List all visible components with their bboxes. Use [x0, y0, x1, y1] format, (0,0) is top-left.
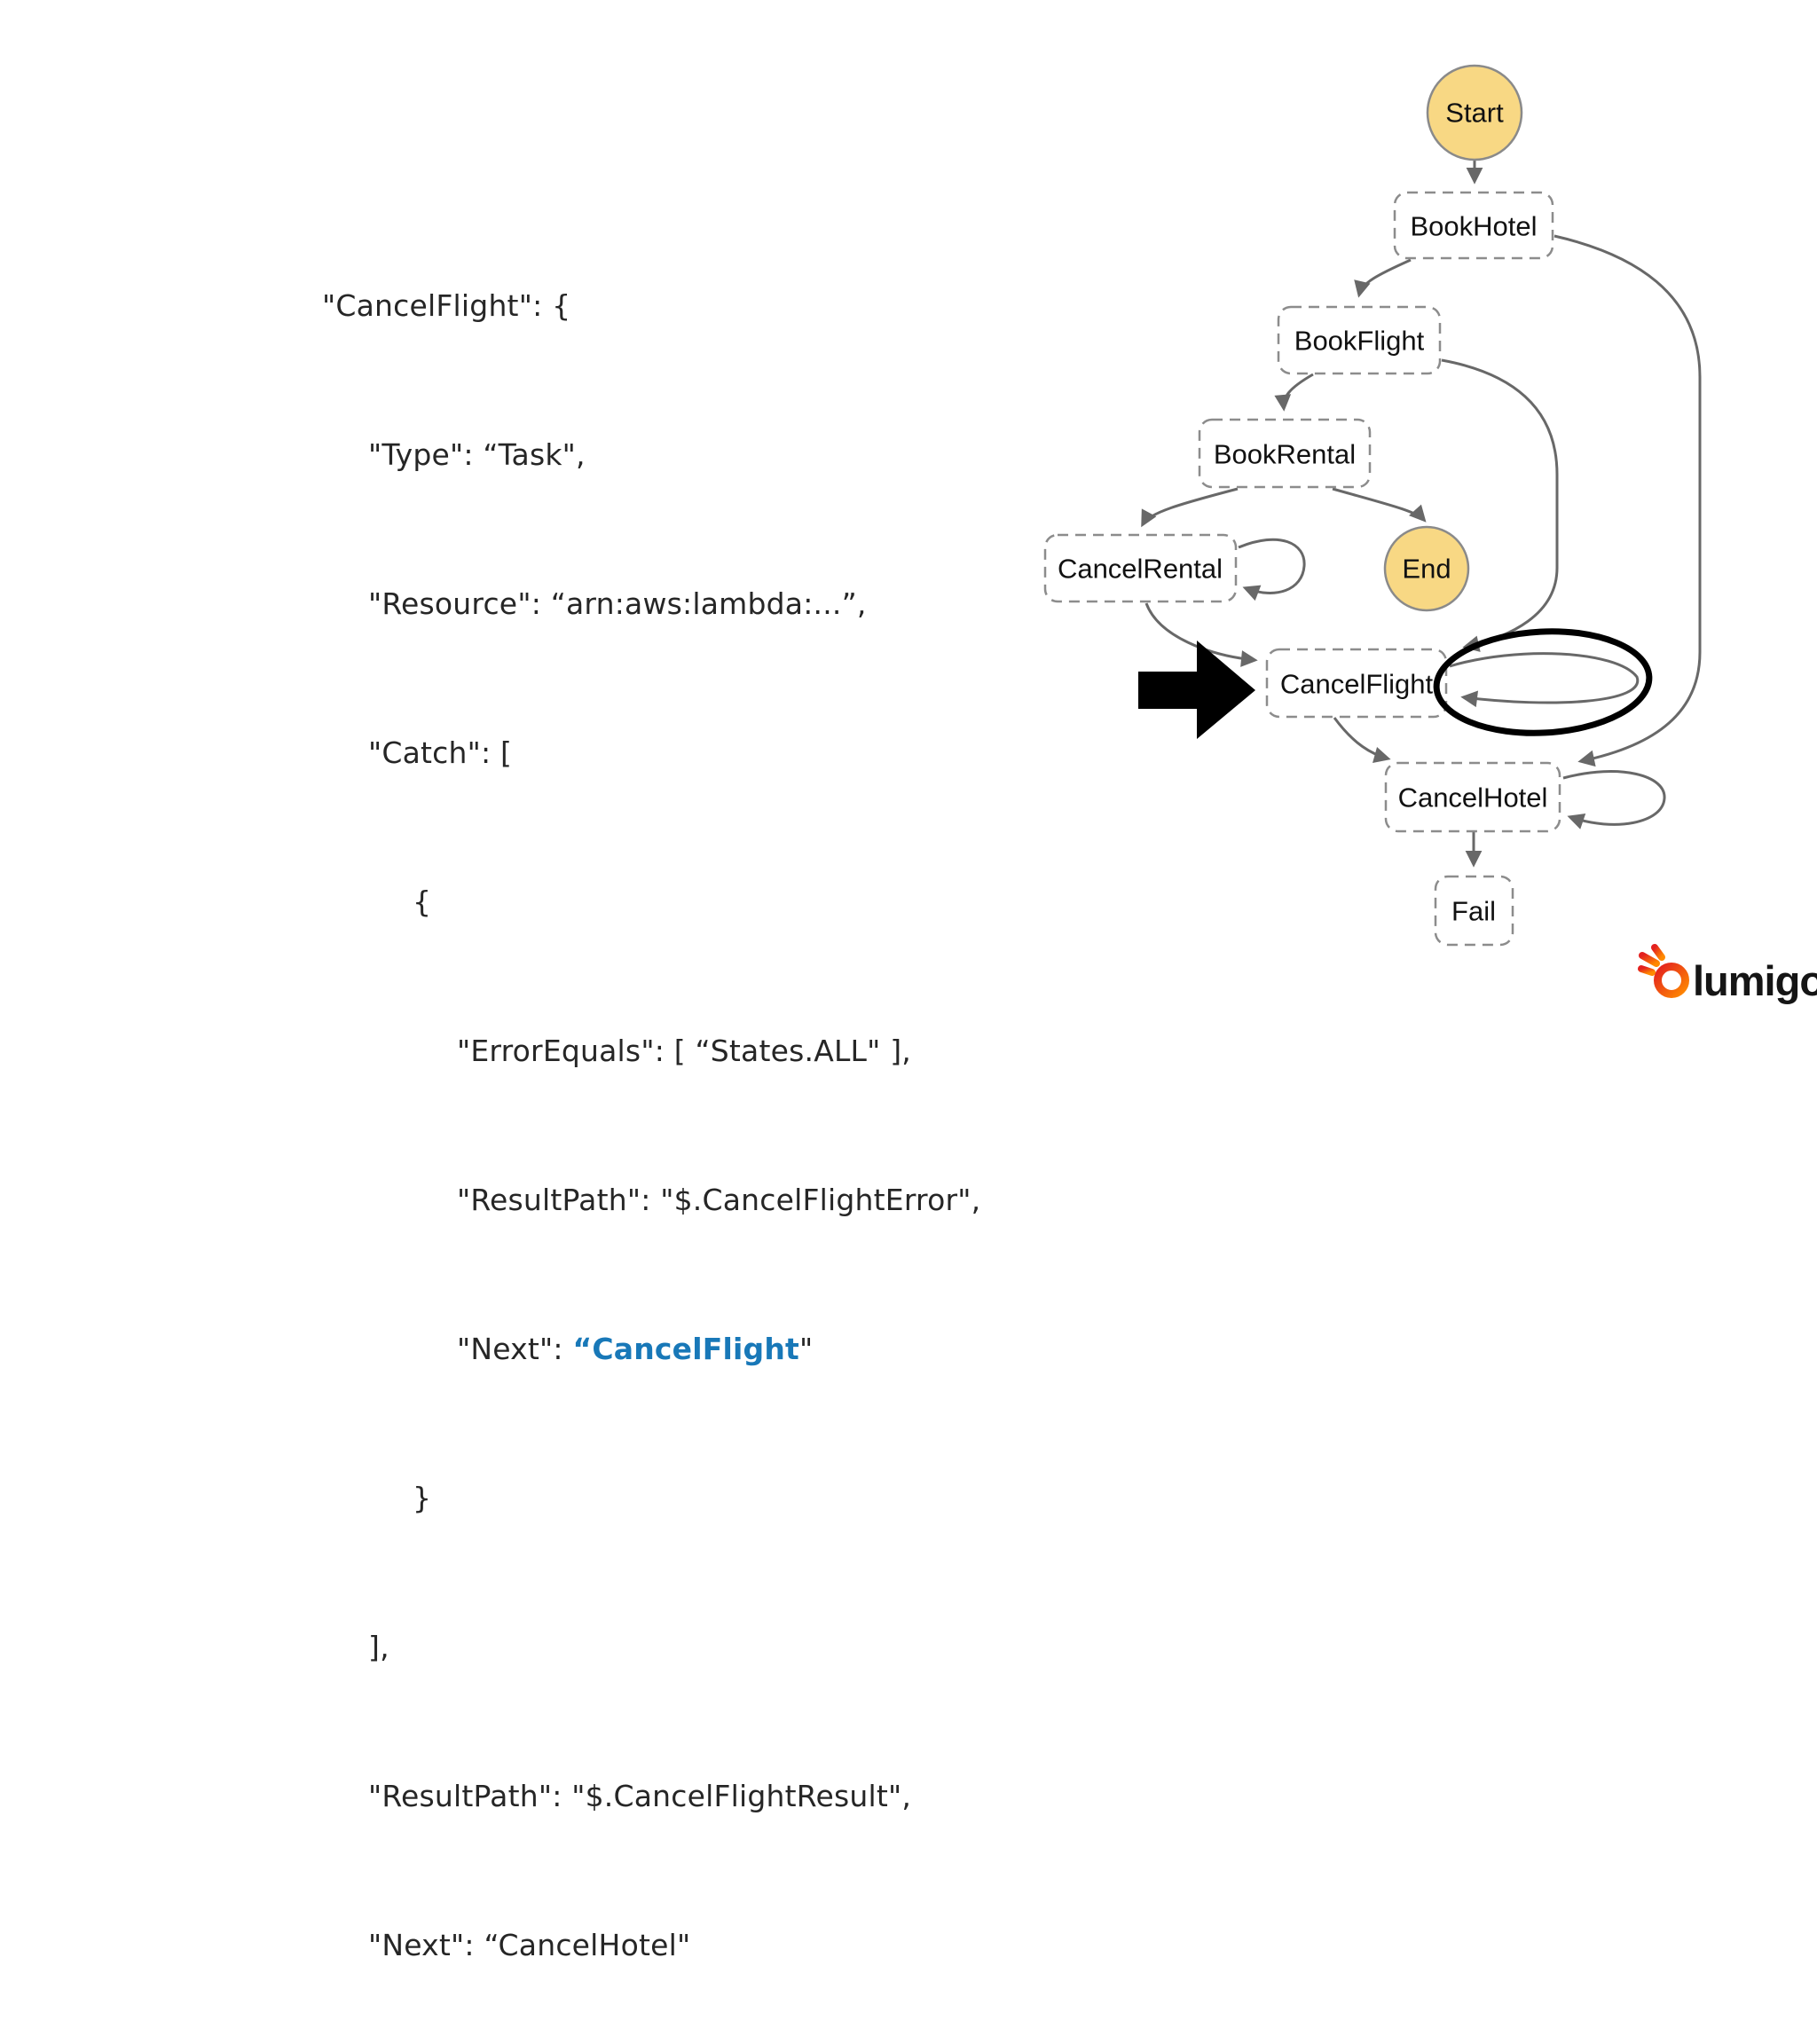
edge-bookrental-cancelrental — [1141, 487, 1239, 528]
start-label: Start — [1445, 98, 1504, 129]
code-line: "Type": “Task", — [368, 437, 586, 472]
black-pointer-arrow — [1138, 641, 1255, 739]
lumigo-logo-icon — [1638, 944, 1689, 998]
end-label: End — [1402, 554, 1451, 585]
edge-bookflight-bookrental — [1274, 373, 1314, 412]
node-bookhotel: BookHotel — [1393, 191, 1554, 260]
code-line: "ResultPath": "$.CancelFlightResult", — [368, 1779, 912, 1813]
end-circle — [1383, 525, 1470, 612]
selfloop-cancelhotel — [1562, 770, 1666, 829]
bookflight-label: BookFlight — [1294, 326, 1425, 357]
cancelhotel-label: CancelHotel — [1398, 782, 1548, 814]
node-bookflight: BookFlight — [1277, 305, 1442, 375]
selfloop-cancelflight — [1449, 652, 1640, 708]
node-end: End — [1383, 525, 1470, 612]
node-bookrental: BookRental — [1198, 418, 1372, 489]
cancelflight-highlight: “CancelFlight — [572, 1332, 800, 1366]
start-circle — [1426, 64, 1523, 161]
code-line: "ResultPath": "$.CancelFlightError", — [457, 1183, 981, 1217]
code-line-next-cancelflight: "Next": “CancelFlight" — [322, 1325, 980, 1374]
edge-bookhotel-cancelhotel — [1553, 234, 1702, 767]
node-fail: Fail — [1434, 875, 1514, 947]
code-line: "CancelFlight": { — [322, 288, 571, 323]
bookhotel-label: BookHotel — [1410, 211, 1537, 242]
cancelrental-label: CancelRental — [1058, 554, 1223, 585]
node-cancelhotel: CancelHotel — [1384, 761, 1561, 833]
fail-label: Fail — [1451, 896, 1496, 927]
edge-bookrental-end — [1332, 487, 1427, 523]
code-line: "ErrorEquals": [ “States.ALL" ], — [457, 1034, 911, 1068]
edge-bookflight-cancelflight — [1441, 358, 1559, 652]
edge-cancelflight-cancelhotel — [1333, 717, 1391, 764]
node-cancelrental: CancelRental — [1043, 533, 1238, 603]
diagram-edges — [1141, 161, 1702, 868]
edge-cancelrental-cancelflight — [1144, 602, 1258, 667]
lumigo-logo-text: lumigo — [1693, 957, 1817, 1004]
code-line: { — [413, 884, 432, 919]
bookrental-label: BookRental — [1214, 439, 1356, 470]
cancelflight-label: CancelFlight — [1280, 669, 1434, 700]
code-line: } — [413, 1481, 432, 1515]
selfloop-cancelrental — [1238, 538, 1306, 601]
node-cancelflight: CancelFlight — [1265, 648, 1448, 719]
node-start: Start — [1426, 64, 1523, 161]
code-line: "Catch": [ — [368, 735, 513, 770]
state-machine-diagram: Start BookHotel BookFlight BookRental Ca… — [1043, 64, 1817, 1004]
code-line: "Next": “CancelHotel" — [368, 1928, 691, 1962]
code-text: "Next": — [457, 1332, 573, 1366]
code-text: " — [799, 1332, 814, 1366]
code-line: "Resource": “arn:aws:lambda:...”, — [368, 586, 867, 621]
code-line: ], — [368, 1630, 389, 1664]
edge-bookhotel-bookflight — [1354, 258, 1412, 298]
highlight-ellipse — [1433, 628, 1653, 736]
lumigo-logo: lumigo — [1638, 944, 1817, 1004]
